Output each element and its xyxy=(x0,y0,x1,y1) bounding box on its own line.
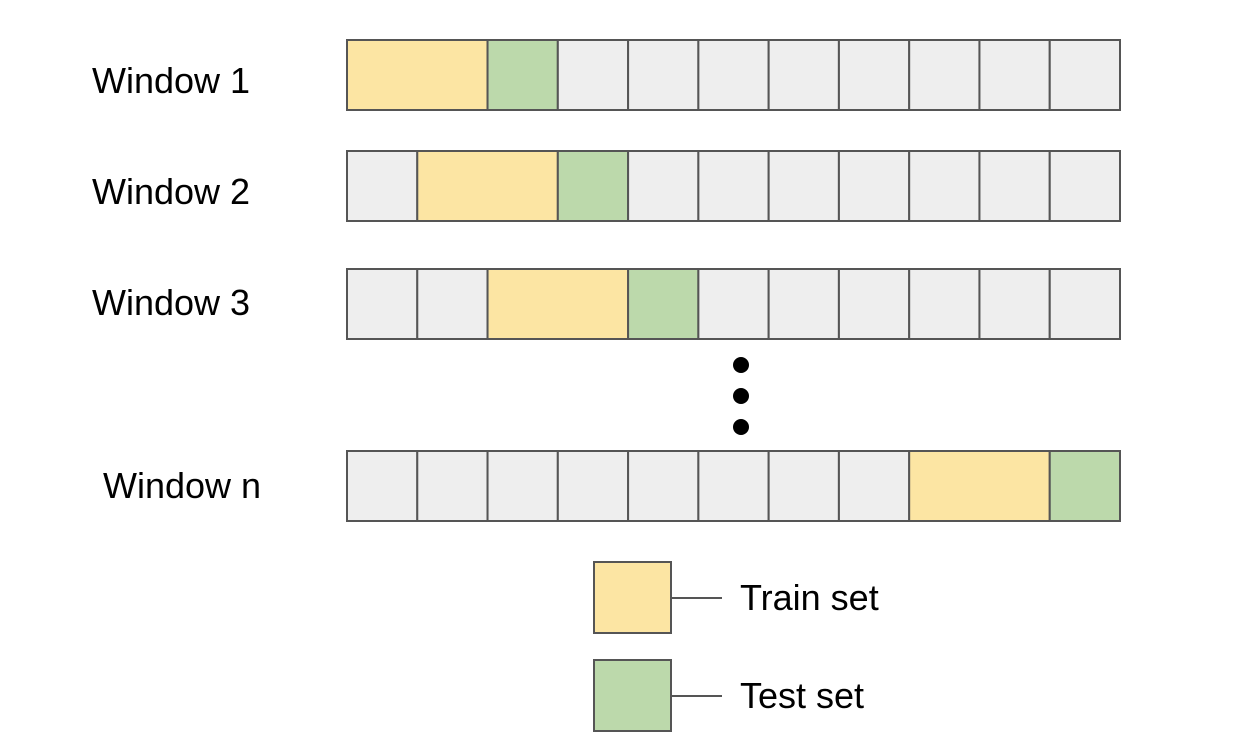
window-1-bar xyxy=(346,39,1122,111)
empty-cell xyxy=(346,268,419,340)
ellipsis-dot xyxy=(733,388,749,404)
empty-cell xyxy=(416,450,489,522)
empty-cell xyxy=(697,450,770,522)
legend-train-swatch xyxy=(593,561,672,634)
train-block xyxy=(416,150,559,222)
window-n-label: Window n xyxy=(103,465,261,506)
empty-cell xyxy=(978,268,1051,340)
legend-train-label: Train set xyxy=(740,577,879,618)
empty-cell xyxy=(767,39,840,111)
train-block xyxy=(486,268,630,340)
empty-cell xyxy=(697,150,770,222)
window-1-label: Window 1 xyxy=(92,60,250,101)
empty-cell xyxy=(346,150,419,222)
test-block xyxy=(486,39,559,111)
empty-cell xyxy=(837,450,911,522)
empty-cell xyxy=(697,39,770,111)
empty-cell xyxy=(837,268,911,340)
empty-cell xyxy=(627,39,700,111)
window-3-label: Window 3 xyxy=(92,282,250,323)
empty-cell xyxy=(1048,268,1122,340)
empty-cell xyxy=(1048,39,1122,111)
empty-cell xyxy=(978,39,1051,111)
empty-cell xyxy=(908,268,981,340)
train-block xyxy=(346,39,489,111)
empty-cell xyxy=(627,150,700,222)
empty-cell xyxy=(767,268,840,340)
legend: Train set Test set xyxy=(593,561,879,732)
empty-cell xyxy=(556,450,630,522)
window-3-bar xyxy=(346,268,1122,340)
empty-cell xyxy=(837,150,911,222)
empty-cell xyxy=(486,450,559,522)
window-2-bar xyxy=(346,150,1122,222)
ellipsis-dot xyxy=(733,419,749,435)
empty-cell xyxy=(556,39,630,111)
empty-cell xyxy=(346,450,419,522)
legend-test-label: Test set xyxy=(740,675,864,716)
empty-cell xyxy=(627,450,700,522)
test-block xyxy=(1048,450,1122,522)
empty-cell xyxy=(767,450,840,522)
empty-cell xyxy=(978,150,1051,222)
train-block xyxy=(908,450,1051,522)
empty-cell xyxy=(908,39,981,111)
legend-test-swatch xyxy=(593,659,672,732)
ellipsis-dot xyxy=(733,357,749,373)
empty-cell xyxy=(416,268,489,340)
window-2-label: Window 2 xyxy=(92,171,250,212)
empty-cell xyxy=(908,150,981,222)
empty-cell xyxy=(837,39,911,111)
empty-cell xyxy=(697,268,770,340)
test-block xyxy=(556,150,630,222)
empty-cell xyxy=(1048,150,1122,222)
empty-cell xyxy=(767,150,840,222)
window-n-bar xyxy=(346,450,1122,522)
test-block xyxy=(627,268,700,340)
